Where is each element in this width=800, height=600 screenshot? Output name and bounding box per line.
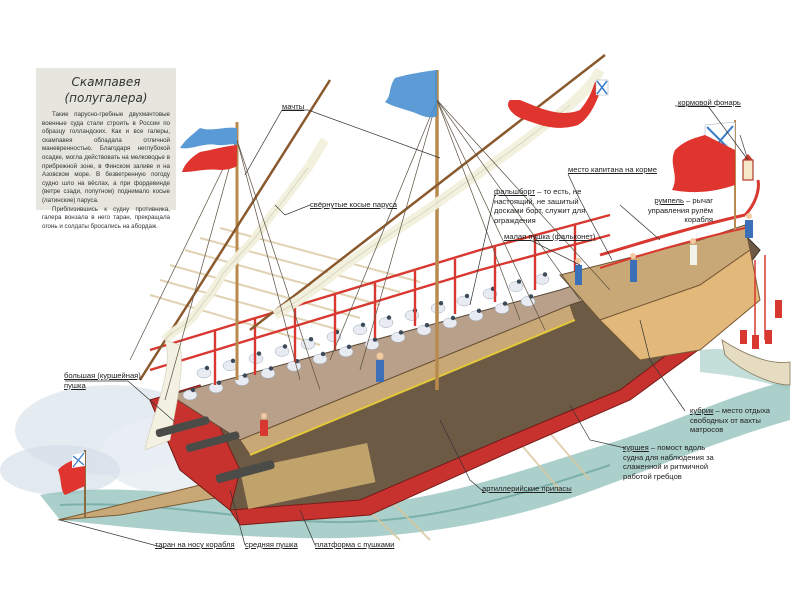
rower-head — [308, 337, 314, 342]
rower-head — [282, 344, 288, 349]
rower-head — [268, 366, 274, 371]
label-masts: мачты — [282, 102, 304, 112]
label-stern-lantern: кормовой фонарь — [678, 98, 741, 108]
rower — [534, 274, 550, 285]
label-big-cannon-term: большая (куршейная) пушка — [64, 371, 141, 390]
rower — [520, 296, 536, 307]
rower — [390, 332, 406, 343]
pennant — [508, 79, 609, 128]
label-masts-term: мачты — [282, 102, 305, 111]
lateen-yards — [138, 54, 606, 381]
rower — [286, 360, 302, 372]
label-stern-lantern-term: кормовой фонарь — [678, 98, 741, 107]
label-ram-term: таран на носу корабля — [155, 540, 235, 549]
label-cabin-term: кубрик — [690, 406, 714, 415]
rower-head — [360, 322, 366, 327]
rower-head — [386, 315, 392, 320]
rower-head — [450, 315, 456, 321]
info-title-line1: Скампавея — [71, 75, 141, 89]
stern-quarterdeck — [559, 179, 761, 361]
label-bulwark-term: фальшборт — [494, 187, 536, 196]
label-bulwark: фальшборт – то есть, не настоящий, не за… — [494, 187, 594, 225]
rower-head — [190, 387, 196, 393]
info-paragraph-2: Приблизившись к судну противника, галера… — [42, 205, 170, 230]
rower — [416, 324, 432, 336]
rower — [456, 295, 472, 307]
rower-head — [542, 272, 548, 277]
label-middle-cannon-term: средняя пушка — [245, 540, 298, 549]
label-bulwark-desc: – то есть, не настоящий, не зашитый доск… — [494, 187, 586, 225]
rowing-deck — [168, 259, 661, 456]
label-tiller-term: румпель — [654, 196, 684, 205]
rower-head — [438, 301, 444, 306]
rower — [494, 303, 510, 314]
label-cabin: кубрик – место отдыха свободных от вахты… — [690, 406, 790, 435]
rower — [182, 389, 198, 401]
rower — [300, 338, 316, 350]
rower-head — [464, 293, 470, 299]
rower — [312, 353, 328, 365]
rower-head — [320, 351, 326, 357]
callout-lines — [59, 105, 749, 549]
stern-flag — [672, 120, 736, 230]
rower-head — [424, 323, 430, 328]
label-furled-sails-term: свёрнутые косые паруса — [310, 200, 397, 209]
label-ammo: артиллерийские припасы — [482, 484, 572, 494]
rower — [442, 317, 458, 329]
prow-flag — [58, 452, 85, 495]
rower — [196, 367, 212, 379]
rower-head — [256, 351, 262, 356]
label-gangway-term: куршея — [623, 443, 649, 452]
rower — [378, 317, 394, 328]
label-tiller: румпель – рычаг управления рулём корабля — [618, 196, 713, 225]
rower — [468, 310, 484, 322]
rower-head — [230, 358, 236, 363]
rigging — [129, 99, 611, 401]
label-ram: таран на носу корабля — [155, 540, 235, 550]
cannons — [155, 416, 275, 484]
rowboat — [721, 255, 791, 386]
rower — [482, 288, 498, 300]
label-small-cannon: малая пушка (фальконет) — [504, 232, 595, 242]
rower-head — [216, 380, 222, 385]
label-gangway-desc: – помост вдоль судна для наблюдения за с… — [623, 443, 714, 481]
rower — [364, 339, 380, 350]
rower-head — [476, 308, 482, 313]
label-gangway: куршея – помост вдоль судна для наблюден… — [623, 443, 719, 481]
label-big-cannon: большая (куршейная) пушка — [64, 371, 144, 390]
info-box: Скампавея (полугалера) Такие парусно-гре… — [36, 68, 176, 230]
loose-sail — [144, 339, 182, 451]
rower — [260, 368, 276, 379]
info-title-line2: (полугалера) — [64, 91, 148, 105]
label-furled-sails: свёрнутые косые паруса — [310, 200, 397, 210]
rower-head — [398, 330, 404, 335]
label-gun-platform: платформа с пушками — [315, 540, 394, 550]
rower-head — [242, 373, 248, 378]
label-tiller-desc: – рычаг управления рулём корабля — [647, 196, 713, 225]
rower — [508, 281, 524, 292]
label-middle-cannon: средняя пушка — [245, 540, 298, 550]
rower — [404, 310, 420, 321]
rower-head — [204, 365, 210, 371]
label-captain-place: место капитана на корме — [568, 165, 657, 175]
rower — [274, 346, 290, 357]
rower — [222, 360, 238, 372]
rower-head — [502, 301, 508, 306]
label-captain-place-term: место капитана на корме — [568, 165, 658, 174]
mainmast-flag — [385, 70, 437, 118]
info-paragraph-1: Такие парусно-гребные двухмачтовые военн… — [42, 111, 170, 204]
rower-head — [372, 337, 378, 342]
rower — [352, 324, 368, 336]
label-cabin-desc: – место отдыха свободных от вахты матрос… — [690, 406, 770, 435]
rower — [338, 346, 354, 358]
label-small-cannon-term: малая пушка (фальконет) — [504, 232, 596, 241]
rower-head — [346, 344, 352, 349]
officers — [260, 213, 753, 436]
foremast-flag — [180, 127, 237, 172]
label-gun-platform-term: платформа с пушками — [315, 540, 395, 549]
label-ammo-term: артиллерийские припасы — [482, 484, 572, 493]
rower-head — [516, 279, 522, 284]
